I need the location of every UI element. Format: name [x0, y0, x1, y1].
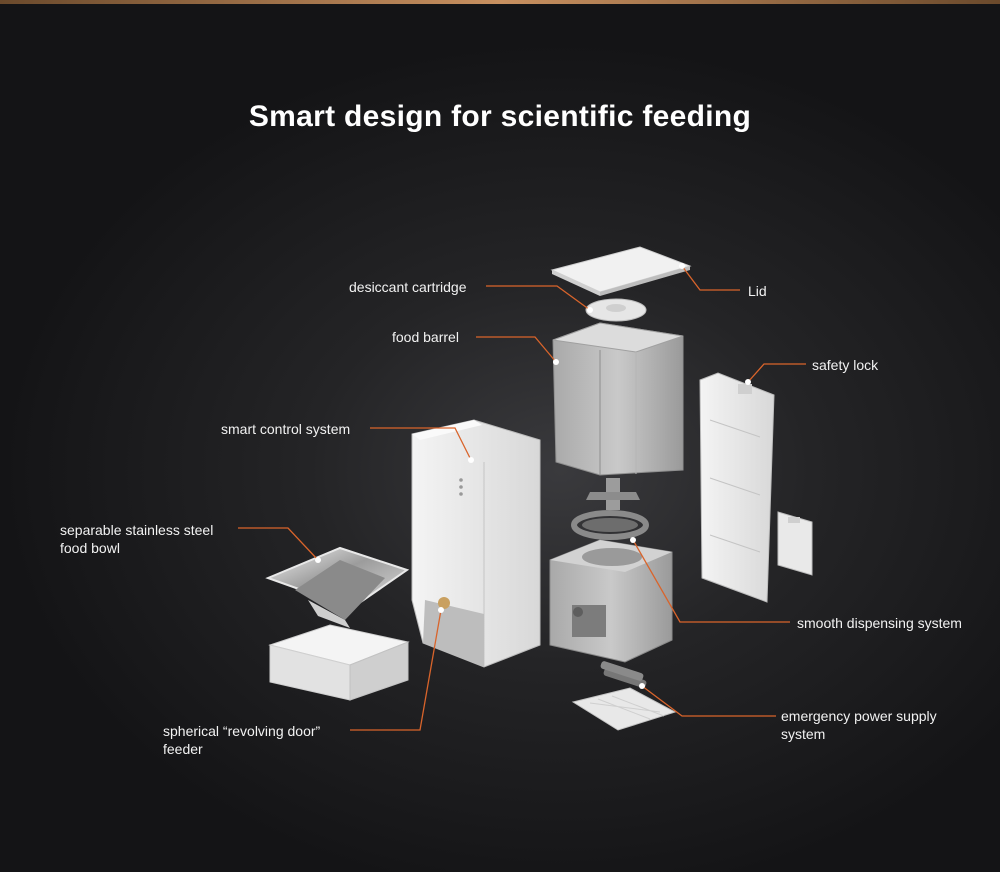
- leader-feeder: [350, 609, 442, 731]
- bottom-plate-part: [571, 687, 677, 731]
- leader-safety-lock: [747, 363, 806, 383]
- bowl-base-part: [268, 624, 410, 701]
- label-smart-control-system: smart control system: [221, 421, 351, 437]
- leader-smart-control: [370, 427, 472, 461]
- base-body-part: [549, 539, 673, 663]
- lid-part: [550, 246, 692, 296]
- leader-dots: [315, 263, 751, 689]
- label-dispensing-system: smooth dispensing system: [797, 615, 962, 631]
- leader-power: [641, 685, 776, 717]
- label-food-bowl: separable stainless steel food bowl: [60, 522, 214, 556]
- page-title: Smart design for scientific feeding: [248, 100, 752, 133]
- desiccant-cartridge-part: [585, 298, 647, 322]
- leader-desiccant: [486, 285, 591, 311]
- leader-food-barrel: [476, 336, 557, 363]
- impeller-part: [571, 478, 649, 540]
- food-barrel-part: [552, 322, 684, 476]
- label-safety-lock: safety lock: [812, 357, 879, 373]
- main-housing-part: [411, 419, 541, 668]
- safety-lock-part: [699, 372, 775, 603]
- steel-bowl-part: [265, 546, 410, 628]
- label-food-barrel: food barrel: [392, 329, 459, 345]
- label-emergency-power: emergency power supply system: [781, 708, 937, 742]
- label-lid: Lid: [748, 283, 767, 299]
- label-revolving-door-feeder: spherical “revolving door” feeder: [163, 723, 321, 757]
- top-accent-bar: [0, 0, 1000, 4]
- leader-lines: [238, 265, 806, 731]
- leader-food-bowl: [238, 527, 319, 561]
- battery-part: [600, 661, 647, 688]
- leader-lid: [681, 265, 740, 291]
- leader-dispensing: [632, 539, 790, 623]
- battery-cover-part: [777, 511, 813, 576]
- label-desiccant-cartridge: desiccant cartridge: [349, 279, 467, 295]
